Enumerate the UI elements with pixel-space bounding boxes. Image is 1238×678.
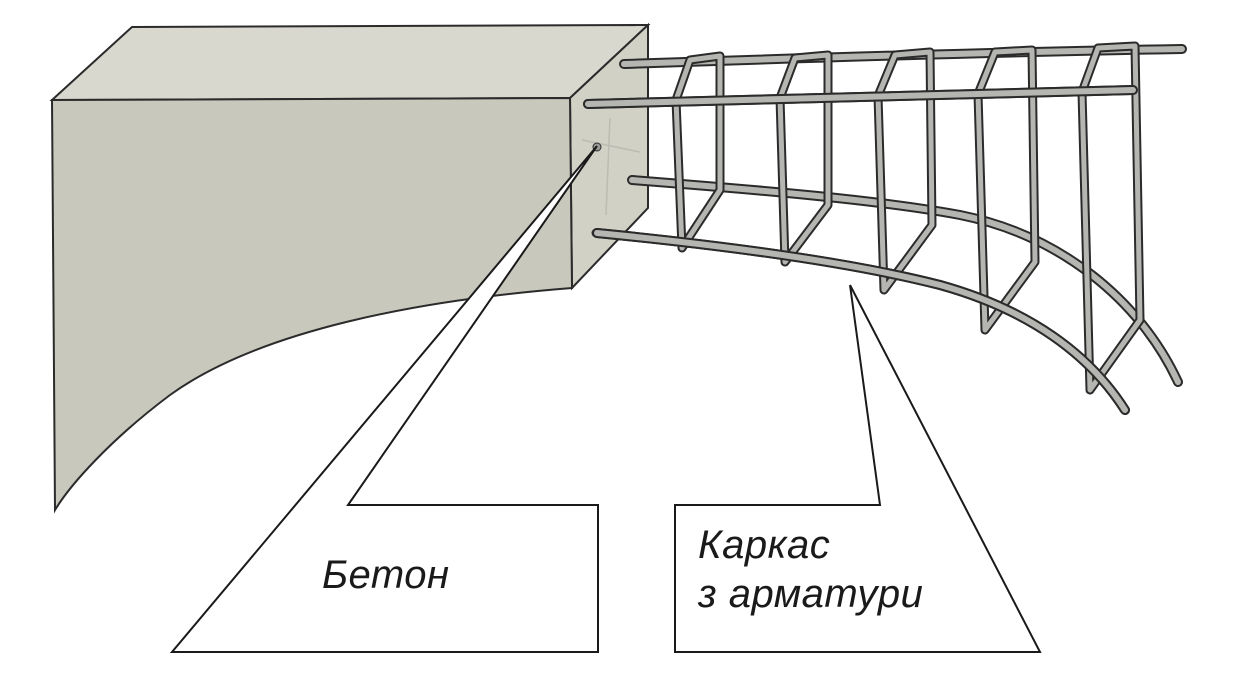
stirrup-4: [975, 47, 1038, 333]
stirrup-2: [777, 52, 831, 265]
label-concrete: Бетон: [322, 553, 449, 597]
stirrup-1: [673, 53, 723, 251]
stirrup-3: [875, 49, 935, 293]
label-frame-line2: з арматури: [697, 572, 923, 616]
callout-frame-outline: [674, 284, 1042, 653]
label-frame-line1: Каркас: [698, 523, 830, 567]
concrete-front-face: [50, 96, 574, 514]
callout-concrete-outline: [169, 145, 599, 653]
rebar-cage: [583, 41, 1187, 415]
callout-frame: Каркас з арматури: [674, 284, 1042, 653]
stirrup-5: [1079, 43, 1143, 393]
concrete-surface-mark: [581, 117, 641, 216]
longitudinal-rod-bottom-back: [629, 177, 1181, 385]
concrete-block: [49, 22, 651, 514]
callout-concrete: Бетон: [169, 145, 599, 653]
longitudinal-rod-bottom-front-overlay: [594, 230, 1128, 413]
concrete-top-face: [49, 23, 651, 102]
longitudinal-rod-top-front-overlay: [585, 87, 1136, 107]
